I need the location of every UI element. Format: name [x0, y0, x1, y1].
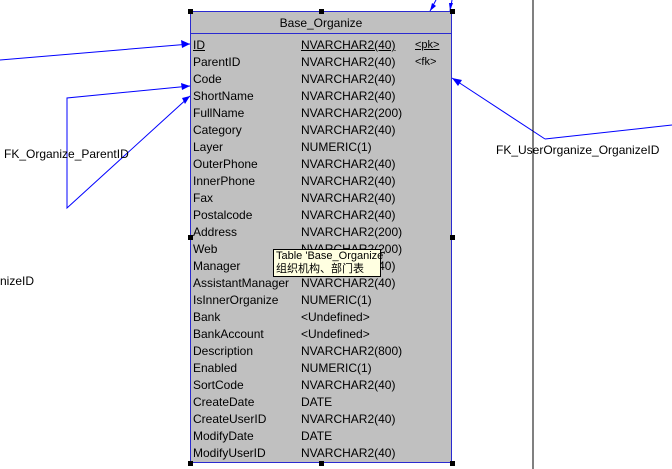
- column-type: <Undefined>: [301, 327, 370, 341]
- column-type: NUMERIC(1): [301, 293, 372, 307]
- table-row[interactable]: IsInnerOrganize NUMERIC(1): [191, 292, 451, 309]
- left-partial-label: nizeID: [0, 274, 35, 288]
- table-row[interactable]: InnerPhone NVARCHAR2(40): [191, 173, 451, 190]
- selection-handle-tm[interactable]: [319, 9, 324, 14]
- column-name: Category: [193, 123, 242, 137]
- table-title: Base_Organize: [191, 12, 451, 34]
- table-row[interactable]: ModifyUserID NVARCHAR2(40): [191, 445, 451, 462]
- column-type: NVARCHAR2(200): [301, 225, 403, 239]
- column-type: NVARCHAR2(40): [301, 276, 396, 290]
- column-type: NVARCHAR2(800): [301, 344, 403, 358]
- column-name: Address: [193, 225, 238, 239]
- fk-parent-self-link[interactable]: [66, 85, 191, 210]
- table-tooltip: Table 'Base_Organize' 组织机构、部门表: [273, 249, 386, 277]
- column-type: NUMERIC(1): [301, 140, 372, 154]
- column-name: Postalcode: [193, 208, 253, 222]
- column-type: NVARCHAR2(40): [301, 38, 396, 52]
- column-name: Bank: [193, 310, 221, 324]
- column-key: <pk>: [415, 39, 440, 51]
- table-row[interactable]: Postalcode NVARCHAR2(40): [191, 207, 451, 224]
- column-type: NUMERIC(1): [301, 361, 372, 375]
- fk-parent-label: FK_Organize_ParentID: [4, 147, 129, 161]
- column-key: <fk>: [415, 56, 437, 68]
- column-type: NVARCHAR2(40): [301, 72, 396, 86]
- column-type: DATE: [301, 429, 333, 443]
- table-row[interactable]: ID NVARCHAR2(40) <pk>: [191, 37, 451, 54]
- table-row[interactable]: CreateDate DATE: [191, 394, 451, 411]
- table-row[interactable]: Fax NVARCHAR2(40): [191, 190, 451, 207]
- arrowhead-parent-bottom: [182, 96, 190, 104]
- table-base-organize[interactable]: Base_Organize ID NVARCHAR2(40) <pk> ParentI…: [190, 11, 452, 463]
- column-name: FullName: [193, 106, 245, 120]
- column-name: AssistantManager: [193, 276, 290, 290]
- column-type: NVARCHAR2(40): [301, 174, 396, 188]
- column-name: ModifyUserID: [193, 446, 266, 460]
- table-row[interactable]: FullName NVARCHAR2(200): [191, 105, 451, 122]
- column-name: Description: [193, 344, 254, 358]
- table-row[interactable]: ParentID NVARCHAR2(40) <fk>: [191, 54, 451, 71]
- fk-link-line-left-top[interactable]: [0, 43, 191, 61]
- table-row[interactable]: Category NVARCHAR2(40): [191, 122, 451, 139]
- column-type: NVARCHAR2(200): [301, 106, 403, 120]
- column-type: NVARCHAR2(40): [301, 378, 396, 392]
- column-name: SortCode: [193, 378, 244, 392]
- table-row[interactable]: BankAccount <Undefined>: [191, 326, 451, 343]
- column-name: Manager: [193, 259, 241, 273]
- column-name: Code: [193, 72, 222, 86]
- column-name: CreateDate: [193, 395, 255, 409]
- table-row[interactable]: AssistantManager NVARCHAR2(40): [191, 275, 451, 292]
- arrowhead-id: [181, 40, 190, 48]
- table-row[interactable]: SortCode NVARCHAR2(40): [191, 377, 451, 394]
- table-row[interactable]: ModifyDate DATE: [191, 428, 451, 445]
- column-type: NVARCHAR2(40): [301, 157, 396, 171]
- table-row[interactable]: Code NVARCHAR2(40): [191, 71, 451, 88]
- arrowhead-top-a: [430, 3, 436, 11]
- selection-handle-mr[interactable]: [450, 235, 455, 240]
- column-type: NVARCHAR2(40): [301, 123, 396, 137]
- column-type: <Undefined>: [301, 310, 370, 324]
- column-name: Web: [193, 242, 218, 256]
- arrowhead-parent-top: [181, 83, 190, 90]
- column-name: ID: [193, 38, 205, 52]
- fk-user-org-label: FK_UserOrganize_OrganizeID: [496, 143, 660, 157]
- selection-handle-bl[interactable]: [188, 461, 193, 466]
- column-type: NVARCHAR2(40): [301, 208, 396, 222]
- selection-handle-bm[interactable]: [319, 461, 324, 466]
- column-name: BankAccount: [193, 327, 264, 341]
- column-name: CreateUserID: [193, 412, 267, 426]
- table-row[interactable]: Bank <Undefined>: [191, 309, 451, 326]
- column-type: NVARCHAR2(40): [301, 191, 396, 205]
- fk-user-org-link-2[interactable]: [451, 77, 546, 140]
- fk-user-org-link[interactable]: [544, 124, 672, 140]
- column-name: Enabled: [193, 361, 238, 375]
- column-type: NVARCHAR2(40): [301, 89, 396, 103]
- tooltip-line-1: Table 'Base_Organize': [276, 250, 386, 262]
- selection-handle-tr[interactable]: [450, 9, 455, 14]
- arrowhead-user-org: [452, 78, 462, 86]
- column-name: ShortName: [193, 89, 254, 103]
- selection-handle-br[interactable]: [450, 461, 455, 466]
- tooltip-line-2: 组织机构、部门表: [276, 263, 364, 275]
- column-type: NVARCHAR2(40): [301, 412, 396, 426]
- selection-handle-ml[interactable]: [188, 235, 193, 240]
- column-name: ParentID: [193, 55, 241, 69]
- column-type: DATE: [301, 395, 333, 409]
- table-row[interactable]: CreateUserID NVARCHAR2(40): [191, 411, 451, 428]
- column-name: OuterPhone: [193, 157, 258, 171]
- column-type: NVARCHAR2(40): [301, 55, 396, 69]
- column-name: Fax: [193, 191, 214, 205]
- table-row[interactable]: Address NVARCHAR2(200): [191, 224, 451, 241]
- table-row[interactable]: Description NVARCHAR2(800): [191, 343, 451, 360]
- column-name: Layer: [193, 140, 224, 154]
- table-row[interactable]: Enabled NUMERIC(1): [191, 360, 451, 377]
- table-row[interactable]: Layer NUMERIC(1): [191, 139, 451, 156]
- column-name: ModifyDate: [193, 429, 254, 443]
- table-row[interactable]: OuterPhone NVARCHAR2(40): [191, 156, 451, 173]
- column-type: NVARCHAR2(40): [301, 446, 396, 460]
- table-row[interactable]: ShortName NVARCHAR2(40): [191, 88, 451, 105]
- column-name: InnerPhone: [193, 174, 256, 188]
- column-name: IsInnerOrganize: [193, 293, 279, 307]
- selection-handle-tl[interactable]: [188, 9, 193, 14]
